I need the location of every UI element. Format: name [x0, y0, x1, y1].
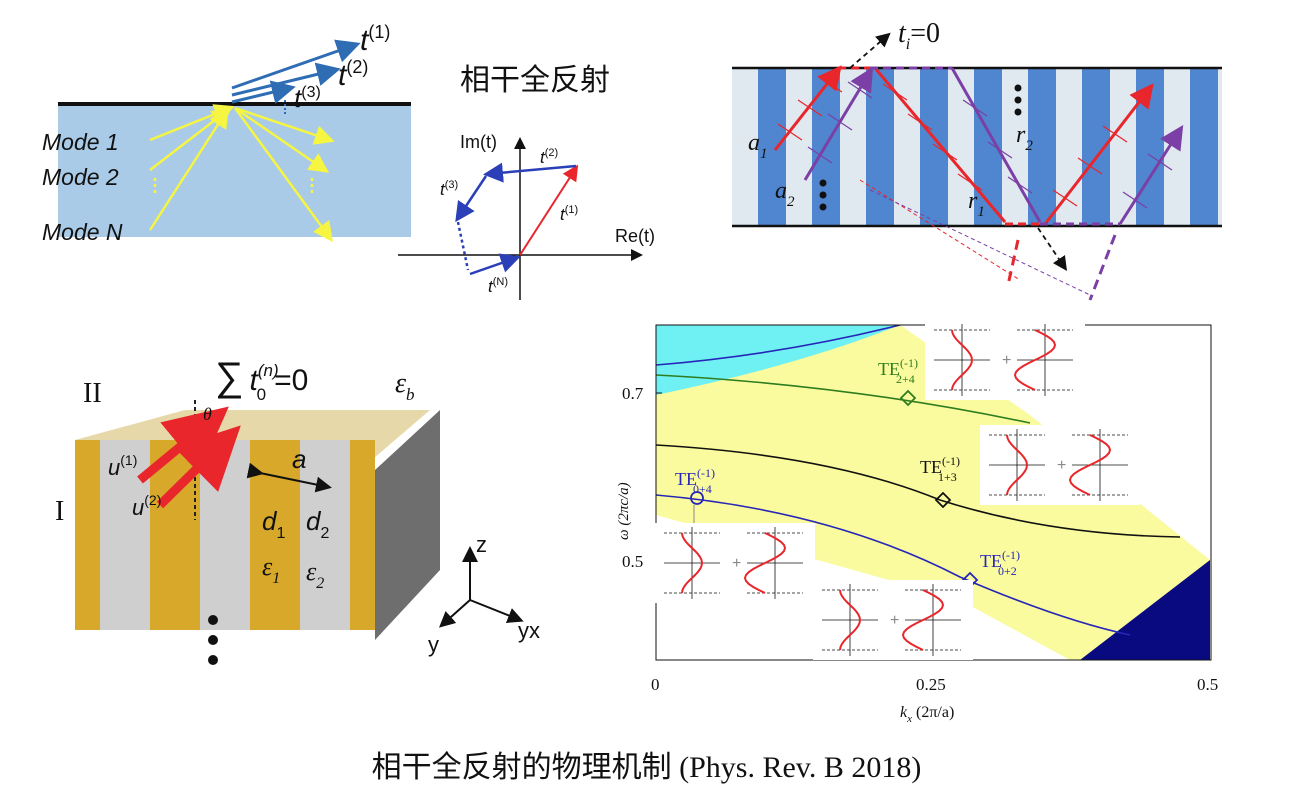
svg-text:+: +: [1057, 457, 1066, 474]
vector-t2: [483, 162, 577, 183]
a-label: a: [292, 444, 306, 474]
field-profile-insets: + + + +: [655, 320, 1140, 660]
x-tick-0.25: 0.25: [916, 675, 946, 694]
a1-label: a1: [748, 130, 768, 162]
band-te-2-4: [656, 374, 1031, 424]
te-1-3-label: TE(-1)1+3: [920, 454, 960, 484]
block-side-face: [375, 410, 440, 640]
transmitted-rays: [231, 39, 361, 115]
y-axis-label: ω (2πc/a): [616, 482, 632, 540]
x-axis-label: kx (2π/a): [900, 704, 954, 725]
v3-label: t(3): [440, 179, 458, 199]
mode-n-label: Mode N: [42, 219, 123, 245]
gap-region: [656, 325, 1210, 660]
region-i-label: I: [55, 496, 64, 527]
re-label: Re(t): [615, 226, 655, 246]
block-dots: [208, 615, 218, 665]
a2-label: a2: [775, 178, 795, 210]
band-diagram: 0.7 0.5 0 0.25 0.5 ω (2πc/a) kx (2π/a) T…: [616, 320, 1218, 725]
band-te-1-3: [656, 444, 1181, 538]
u2-arrow: [156, 425, 241, 509]
im-label: Im(t): [460, 132, 497, 152]
ti-label: ti=0: [898, 18, 940, 53]
slab: [58, 104, 411, 237]
svg-text:+: +: [732, 555, 741, 572]
mode-1-label: Mode 1: [42, 129, 119, 155]
sum-label: ∑t(n)0=0: [215, 355, 308, 404]
incident-rays: [148, 104, 335, 243]
dots: [819, 84, 1022, 211]
mode-2-label: Mode 2: [42, 164, 119, 190]
te-2-4-label: TE(-1)2+4: [878, 356, 918, 386]
e2-label: ε2: [306, 557, 324, 592]
light-cone-region: [656, 325, 900, 395]
bz-corner-region: [1080, 560, 1210, 660]
complex-plane-diagram: Im(t) Re(t) t(1) t(2) t(3) t(N): [398, 132, 655, 300]
te-0-2-label: TE(-1)0+2: [980, 548, 1020, 578]
v2-label: t(2): [540, 147, 558, 167]
vector-dots: [456, 221, 470, 271]
t2-label: t(2): [338, 57, 368, 92]
svg-text:+: +: [890, 612, 899, 629]
u2-label: u(2): [132, 492, 161, 520]
t3-label: t(3): [294, 83, 321, 113]
vn-label: t(N): [488, 276, 508, 296]
mode-marker-1-3: [934, 491, 952, 509]
e1-label: ε1: [262, 552, 280, 587]
mode-slab-diagram: Mode 1 Mode 2 Mode N t(1) t(2) t(3): [42, 22, 411, 245]
axes: [439, 546, 524, 628]
vector-t3: [455, 175, 488, 223]
band-top-blue: [656, 325, 901, 366]
te-0-4-label: TE(-1)0+4: [675, 466, 715, 496]
mode-marker-0-4: [690, 491, 704, 505]
region-ii-label: II: [83, 378, 102, 409]
axis-yx-label: yx: [518, 618, 540, 643]
d2-label: d2: [306, 506, 329, 542]
t1-label: t(1): [360, 22, 390, 57]
x-tick-0.5: 0.5: [1197, 675, 1218, 694]
theta-label: θ: [203, 404, 212, 424]
grating-block-3d: ∑t(n)0=0 II I εb θ u(1) u(2) a d1 d2 ε1 …: [55, 355, 540, 665]
v1-label: t(1): [560, 204, 578, 224]
vector-t1: [519, 164, 579, 256]
r1-label: r1: [968, 188, 985, 220]
r2-label: r2: [1016, 122, 1033, 154]
figure-caption: 相干全反射的物理机制 (Phys. Rev. B 2018): [371, 751, 922, 784]
y-tick-0.7: 0.7: [622, 384, 644, 403]
eps-b-label: εb: [395, 368, 415, 404]
svg-text:+: +: [1002, 352, 1011, 369]
ti-arrow: [849, 32, 891, 69]
d1-label: d1: [262, 506, 285, 542]
page-title: 相干全反射: [460, 64, 610, 97]
mode-marker-2-4: [899, 389, 917, 407]
period-arrow: [246, 462, 332, 493]
x-tick-0: 0: [651, 675, 660, 694]
axis-y-label: y: [428, 632, 439, 657]
grating-waveguide-diagram: ti=0 a1 a2 r1 r2: [732, 18, 1222, 301]
u1-label: u(1): [108, 452, 137, 480]
y-tick-0.5: 0.5: [622, 552, 643, 571]
r-escape-arrow: [1037, 227, 1068, 271]
band-te-0-4: [656, 494, 1131, 636]
vector-tn: [469, 253, 521, 276]
axis-z-label: z: [476, 532, 487, 557]
